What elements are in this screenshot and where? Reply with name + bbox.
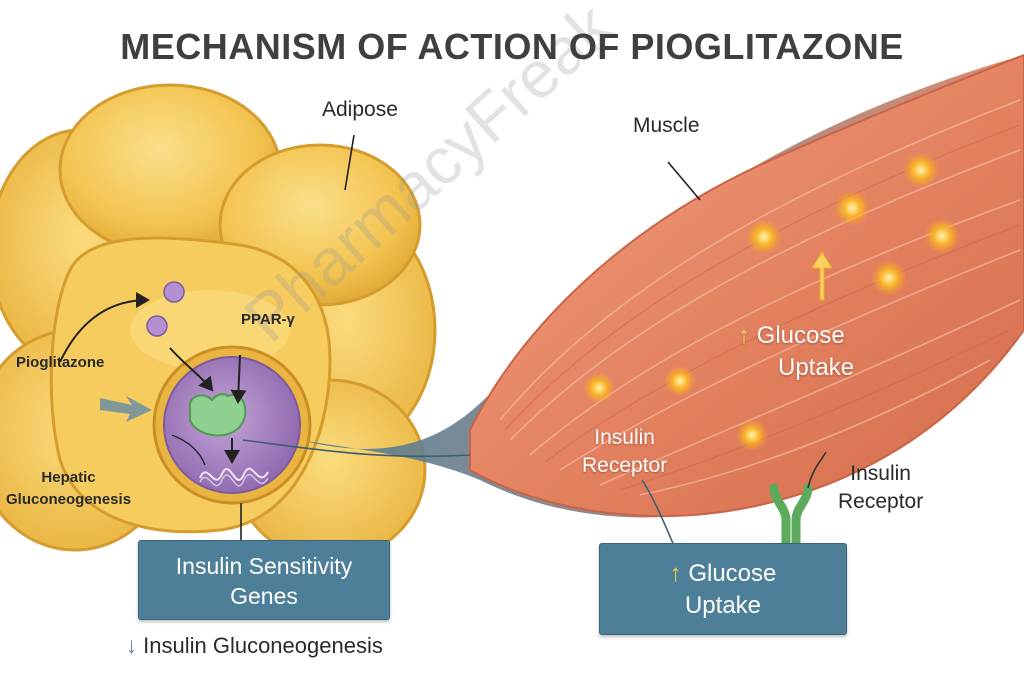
label-pioglitazone: Pioglitazone bbox=[16, 354, 105, 371]
down-arrow-icon: ↓ bbox=[126, 633, 137, 658]
entry-arrow-icon bbox=[100, 396, 152, 422]
glucose-dot bbox=[924, 218, 960, 254]
ppar-gamma-receptor-icon bbox=[189, 393, 247, 437]
glucose-molecules bbox=[583, 152, 960, 451]
glucose-uptake-box: ↑ Glucose Uptake bbox=[599, 543, 847, 635]
label-insulin-receptor-outer-line2: Receptor bbox=[838, 490, 924, 513]
connector-line bbox=[242, 439, 471, 458]
pathway-arrows bbox=[59, 134, 701, 540]
up-arrow-icon: ↑ bbox=[669, 560, 682, 587]
glucose-dot bbox=[664, 365, 696, 397]
genes-box-line1: Insulin Sensitivity bbox=[175, 553, 353, 579]
genes-box-line2: Genes bbox=[230, 583, 298, 609]
label-insulin-receptor-outer: Insulin Receptor bbox=[838, 460, 923, 516]
connector-line bbox=[641, 479, 676, 549]
uptake-box-line1: Glucose bbox=[688, 560, 777, 587]
label-hepatic-line2: Gluconeogenesis bbox=[6, 491, 132, 508]
insulin-receptor-icon bbox=[769, 451, 827, 561]
glucose-dot bbox=[736, 419, 768, 451]
label-hepatic: Hepatic Gluconeogenesis bbox=[6, 467, 131, 511]
label-hepatic-line1: Hepatic bbox=[41, 469, 96, 486]
pioglitazone-molecule-icon bbox=[163, 281, 185, 303]
label-insulin-receptor-inner-line2: Receptor bbox=[582, 454, 668, 477]
label-muscle: Muscle bbox=[633, 114, 700, 137]
glucose-dot bbox=[746, 219, 782, 255]
page-title: MECHANISM OF ACTION OF PIOGLITAZONE bbox=[120, 26, 904, 67]
up-arrow-icon: ↑ bbox=[738, 322, 750, 349]
pioglitazone-molecule-icon bbox=[146, 315, 168, 337]
glucose-dot bbox=[903, 152, 939, 188]
label-insulin-receptor-inner-line1: Insulin bbox=[594, 426, 655, 449]
bottom-note-text: Insulin Gluconeogenesis bbox=[143, 633, 383, 658]
uptake-box-line2: Uptake bbox=[684, 592, 762, 619]
glucose-dot bbox=[583, 372, 615, 404]
label-insulin-receptor-outer-line1: Insulin bbox=[850, 462, 911, 485]
label-glucose-uptake-line2: Uptake bbox=[778, 354, 855, 381]
glucose-uptake-arrow-icon bbox=[811, 251, 833, 301]
bottom-note: ↓ Insulin Gluconeogenesis bbox=[126, 633, 383, 659]
label-glucose-uptake-line1: Glucose bbox=[756, 322, 845, 349]
label-adipose: Adipose bbox=[322, 98, 398, 121]
insulin-sensitivity-genes-box: Insulin Sensitivity Genes bbox=[138, 540, 390, 620]
label-insulin-receptor-inner: Insulin Receptor bbox=[582, 424, 667, 480]
glucose-dot bbox=[871, 260, 907, 296]
glucose-dot bbox=[834, 190, 870, 226]
label-glucose-uptake: ↑ Glucose Uptake bbox=[738, 320, 854, 384]
label-ppar-gamma: PPAR-γ bbox=[241, 311, 295, 328]
